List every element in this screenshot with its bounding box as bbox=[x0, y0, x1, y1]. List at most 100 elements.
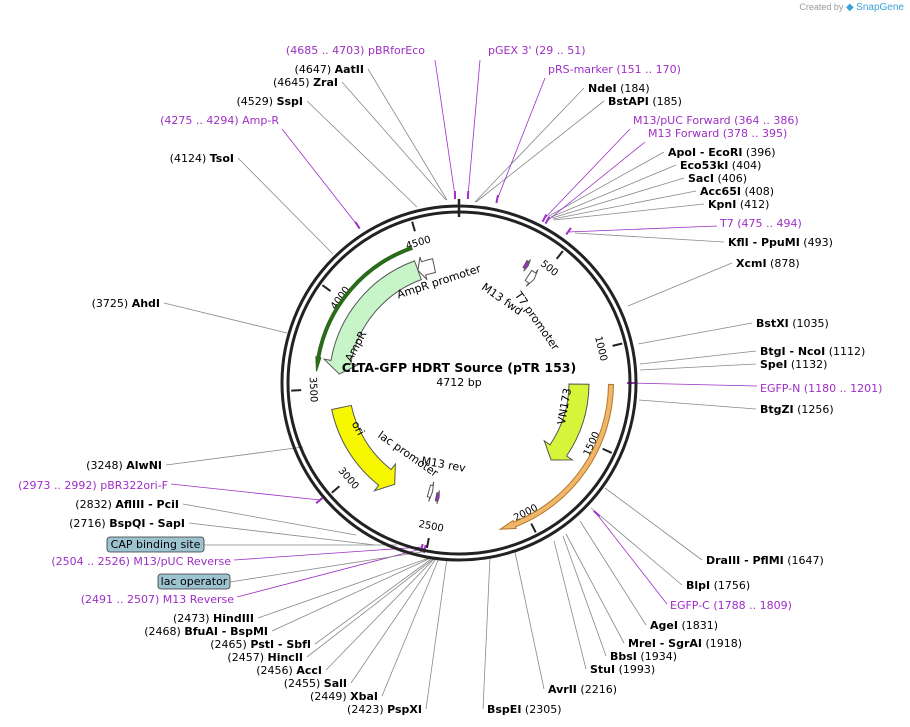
bbsi-site-leader bbox=[562, 535, 607, 657]
ahdi-site-leader bbox=[163, 302, 288, 334]
pbr322ori-f-primer-mark bbox=[315, 497, 323, 504]
aatii-site-label: (4647) AatII bbox=[295, 63, 364, 76]
acc65i-site-leader bbox=[552, 190, 697, 220]
plasmid-center-title: CLTA-GFP HDRT Source (pTR 153) 4712 bp bbox=[342, 360, 576, 389]
tick-mark-500 bbox=[555, 250, 564, 260]
ahdi-site-label: (3725) AhdI bbox=[92, 297, 160, 310]
blpi-site-label: BlpI (1756) bbox=[686, 579, 750, 592]
stui-site-label: StuI (1993) bbox=[590, 663, 655, 676]
m13-puc-forward-primer-mark bbox=[541, 214, 548, 223]
bspei-site-label: BspEI (2305) bbox=[487, 703, 562, 716]
feature-vn173 bbox=[543, 383, 590, 461]
feature-t7-promoter bbox=[524, 269, 539, 287]
ndei-site-leader bbox=[474, 87, 585, 203]
kpni-site-leader bbox=[553, 203, 705, 221]
feature-ori bbox=[331, 404, 396, 492]
saci-site-leader bbox=[551, 177, 685, 219]
egfp-c-primer-mark bbox=[593, 510, 601, 518]
sspi-site-leader bbox=[306, 100, 418, 208]
tick-label-1000: 1000 bbox=[592, 335, 609, 362]
m13-puc-reverse-primer-leader bbox=[233, 546, 423, 561]
t7-primer-leader bbox=[567, 225, 718, 233]
egfp-n-primer-label: EGFP-N (1180 .. 1201) bbox=[760, 382, 882, 395]
hindiii-site-label: (2473) HindIII bbox=[173, 612, 254, 625]
zrai-site-label: (4645) ZraI bbox=[273, 76, 338, 89]
sali-site-label: (2455) SalI bbox=[284, 677, 347, 690]
spei-site-label: SpeI (1132) bbox=[760, 358, 827, 371]
draiii-pflmi-site-leader bbox=[604, 487, 703, 561]
annotation-labels: NdeI (184)BstAPI (185)ApoI - EcoRI (396)… bbox=[18, 44, 882, 716]
cap-binding-site-feature-box bbox=[106, 536, 205, 553]
prs-marker-primer-mark bbox=[495, 194, 499, 204]
amp-r-primer-leader bbox=[281, 128, 359, 227]
pbr322ori-f-primer-label: (2973 .. 2992) pBR322ori-F bbox=[18, 479, 168, 492]
cap-binding-site-feature-label: CAP binding site bbox=[111, 538, 201, 551]
pgex-3-primer-leader bbox=[467, 59, 481, 197]
psti-sbfi-site-leader bbox=[314, 556, 435, 645]
feature-ampr-outline bbox=[315, 245, 413, 372]
m13-puc-forward-primer-leader bbox=[543, 128, 631, 220]
t7-primer-label: T7 (475 .. 494) bbox=[719, 217, 802, 230]
avrii-site-leader bbox=[514, 551, 545, 690]
m13-puc-reverse-primer-label: (2504 .. 2526) M13/pUC Reverse bbox=[51, 555, 231, 568]
eco53ki-site-label: Eco53kI (404) bbox=[680, 159, 761, 172]
bspqi-sapi-site-leader bbox=[188, 522, 376, 546]
feature-ampr bbox=[322, 260, 422, 375]
prs-marker-primer-leader bbox=[496, 77, 546, 201]
agei-site-leader bbox=[579, 520, 647, 626]
pspxi-site-label: (2423) PspXI bbox=[347, 703, 422, 716]
feature-egfp bbox=[498, 383, 614, 530]
ndei-site-label: NdeI (184) bbox=[588, 82, 650, 95]
kfli-ppumi-site-leader bbox=[574, 232, 725, 243]
spei-site-leader bbox=[639, 363, 757, 371]
afliii-pcii-site-leader bbox=[182, 503, 357, 536]
prs-marker-primer-label: pRS-marker (151 .. 170) bbox=[548, 63, 681, 76]
tick-mark-4500 bbox=[411, 221, 416, 232]
stui-site-leader bbox=[553, 540, 587, 670]
zrai-site-leader bbox=[341, 81, 447, 201]
lac-operator-feature-box bbox=[157, 573, 231, 590]
tick-mark-2500 bbox=[425, 537, 430, 549]
sali-site-leader bbox=[350, 556, 438, 684]
lac-operator-feature-label: lac operator bbox=[161, 575, 228, 588]
bfuai-bspmi-site-label: (2468) BfuAI - BspMI bbox=[144, 625, 268, 638]
m13-forward-primer-label: M13 Forward (378 .. 395) bbox=[648, 127, 787, 140]
bspei-site-leader bbox=[482, 556, 491, 710]
aatii-site-leader bbox=[367, 68, 448, 201]
avrii-site-label: AvrII (2216) bbox=[548, 683, 617, 696]
feature-ampr-promoter bbox=[417, 256, 437, 281]
tick-mark-1500 bbox=[602, 447, 613, 454]
tick-label-2500: 2500 bbox=[417, 519, 444, 535]
draiii-pflmi-site-label: DraIII - PflMI (1647) bbox=[706, 554, 824, 567]
mrei-sgrai-site-label: MreI - SgrAI (1918) bbox=[628, 637, 742, 650]
feature-lac-promoter bbox=[426, 481, 435, 502]
hindiii-site-leader bbox=[257, 556, 433, 619]
afliii-pcii-site-label: (2832) AflIII - PciI bbox=[75, 498, 179, 511]
xcmi-site-label: XcmI (878) bbox=[736, 257, 800, 270]
alwni-site-label: (3248) AlwNI bbox=[86, 459, 162, 472]
tick-label-500: 500 bbox=[538, 258, 560, 278]
bfuai-bspmi-site-leader bbox=[271, 556, 434, 632]
xcmi-site-leader bbox=[627, 262, 733, 307]
pbrforeco-primer-leader bbox=[434, 59, 456, 197]
blpi-site-leader bbox=[590, 507, 683, 586]
egfp-n-primer-leader bbox=[629, 382, 758, 387]
t7-primer-mark bbox=[565, 227, 572, 236]
kpni-site-label: KpnI (412) bbox=[708, 198, 769, 211]
bstapi-site-label: BstAPI (185) bbox=[608, 95, 682, 108]
tick-mark-3000 bbox=[331, 485, 341, 494]
pbrforeco-primer-label: (4685 .. 4703) pBRforEco bbox=[286, 44, 425, 57]
credit-text: Created by bbox=[799, 2, 844, 12]
psti-sbfi-site-label: (2465) PstI - SbfI bbox=[210, 638, 311, 651]
bstxi-site-leader bbox=[637, 322, 753, 345]
sspi-site-label: (4529) SspI bbox=[236, 95, 303, 108]
plasmid-backbone bbox=[280, 199, 638, 562]
bspqi-sapi-site-label: (2716) BspQI - SapI bbox=[69, 517, 185, 530]
m13-reverse-primer-label: (2491 .. 2507) M13 Reverse bbox=[81, 593, 234, 606]
snapgene-logo-icon: ◆ bbox=[845, 2, 854, 13]
feature-label-t7-promoter: T7 promoter bbox=[511, 288, 562, 353]
amp-r-primer-mark bbox=[354, 221, 361, 230]
alwni-site-leader bbox=[165, 446, 304, 466]
eco53ki-site-leader bbox=[550, 164, 677, 218]
